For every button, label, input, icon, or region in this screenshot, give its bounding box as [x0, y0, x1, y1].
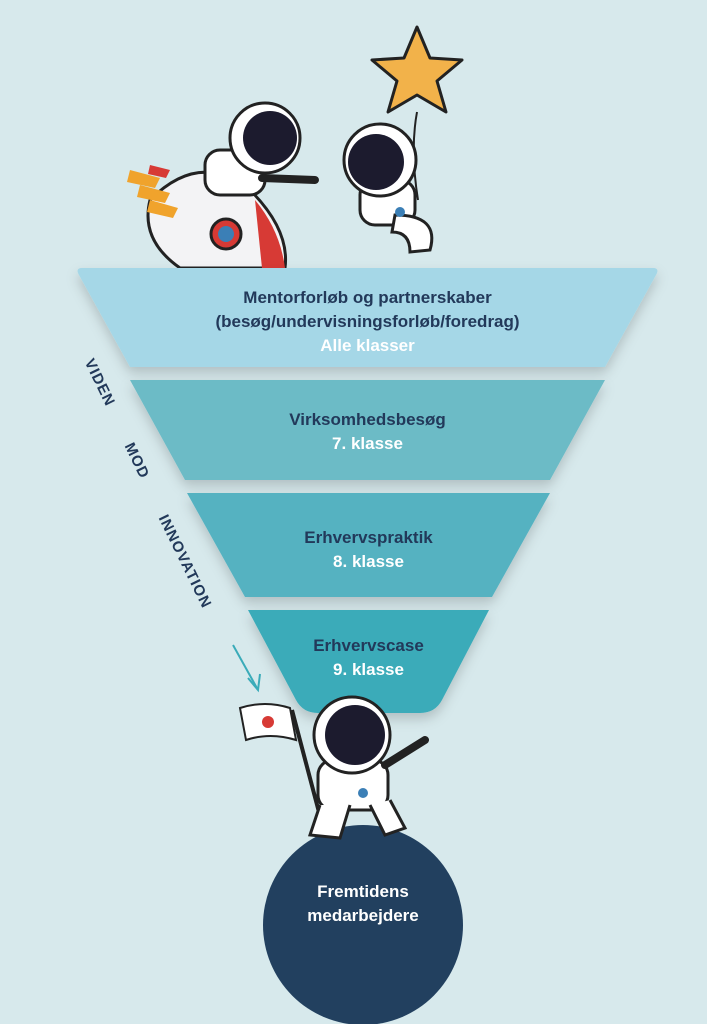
arrow-down-icon [232, 644, 261, 693]
band-2-grade: 7. klasse [332, 434, 403, 453]
band-2-title: Virksomhedsbesøg [289, 410, 446, 429]
goal-circle [263, 825, 463, 1024]
band-4-text: Erhvervscase 9. klasse [248, 634, 489, 682]
funnel-band-1 [77, 268, 658, 367]
funnel-band-3 [187, 493, 550, 597]
goal-text: Fremtidens medarbejdere [263, 880, 463, 928]
band-1-grade: Alle klasser [320, 336, 415, 355]
flag-astronaut-illustration [238, 695, 429, 840]
band-3-grade: 8. klasse [333, 552, 404, 571]
goal-line-1: Fremtidens [317, 882, 409, 901]
rocket-astronaut-illustration [127, 101, 319, 270]
funnel-band-4 [248, 610, 489, 713]
band-1-text: Mentorforløb og partnerskaber (besøg/und… [130, 286, 605, 358]
band-3-title: Erhvervspraktik [304, 528, 433, 547]
band-3-text: Erhvervspraktik 8. klasse [187, 526, 550, 574]
band-4-title: Erhvervscase [313, 636, 424, 655]
band-2-text: Virksomhedsbesøg 7. klasse [185, 408, 550, 456]
star-balloon-astronaut-illustration [342, 25, 464, 254]
funnel-band-2 [130, 380, 605, 480]
band-1-title-line-1: Mentorforløb og partnerskaber [243, 288, 492, 307]
goal-line-2: medarbejdere [307, 906, 419, 925]
band-1-title-line-2: (besøg/undervisningsforløb/foredrag) [215, 312, 520, 331]
band-4-grade: 9. klasse [333, 660, 404, 679]
